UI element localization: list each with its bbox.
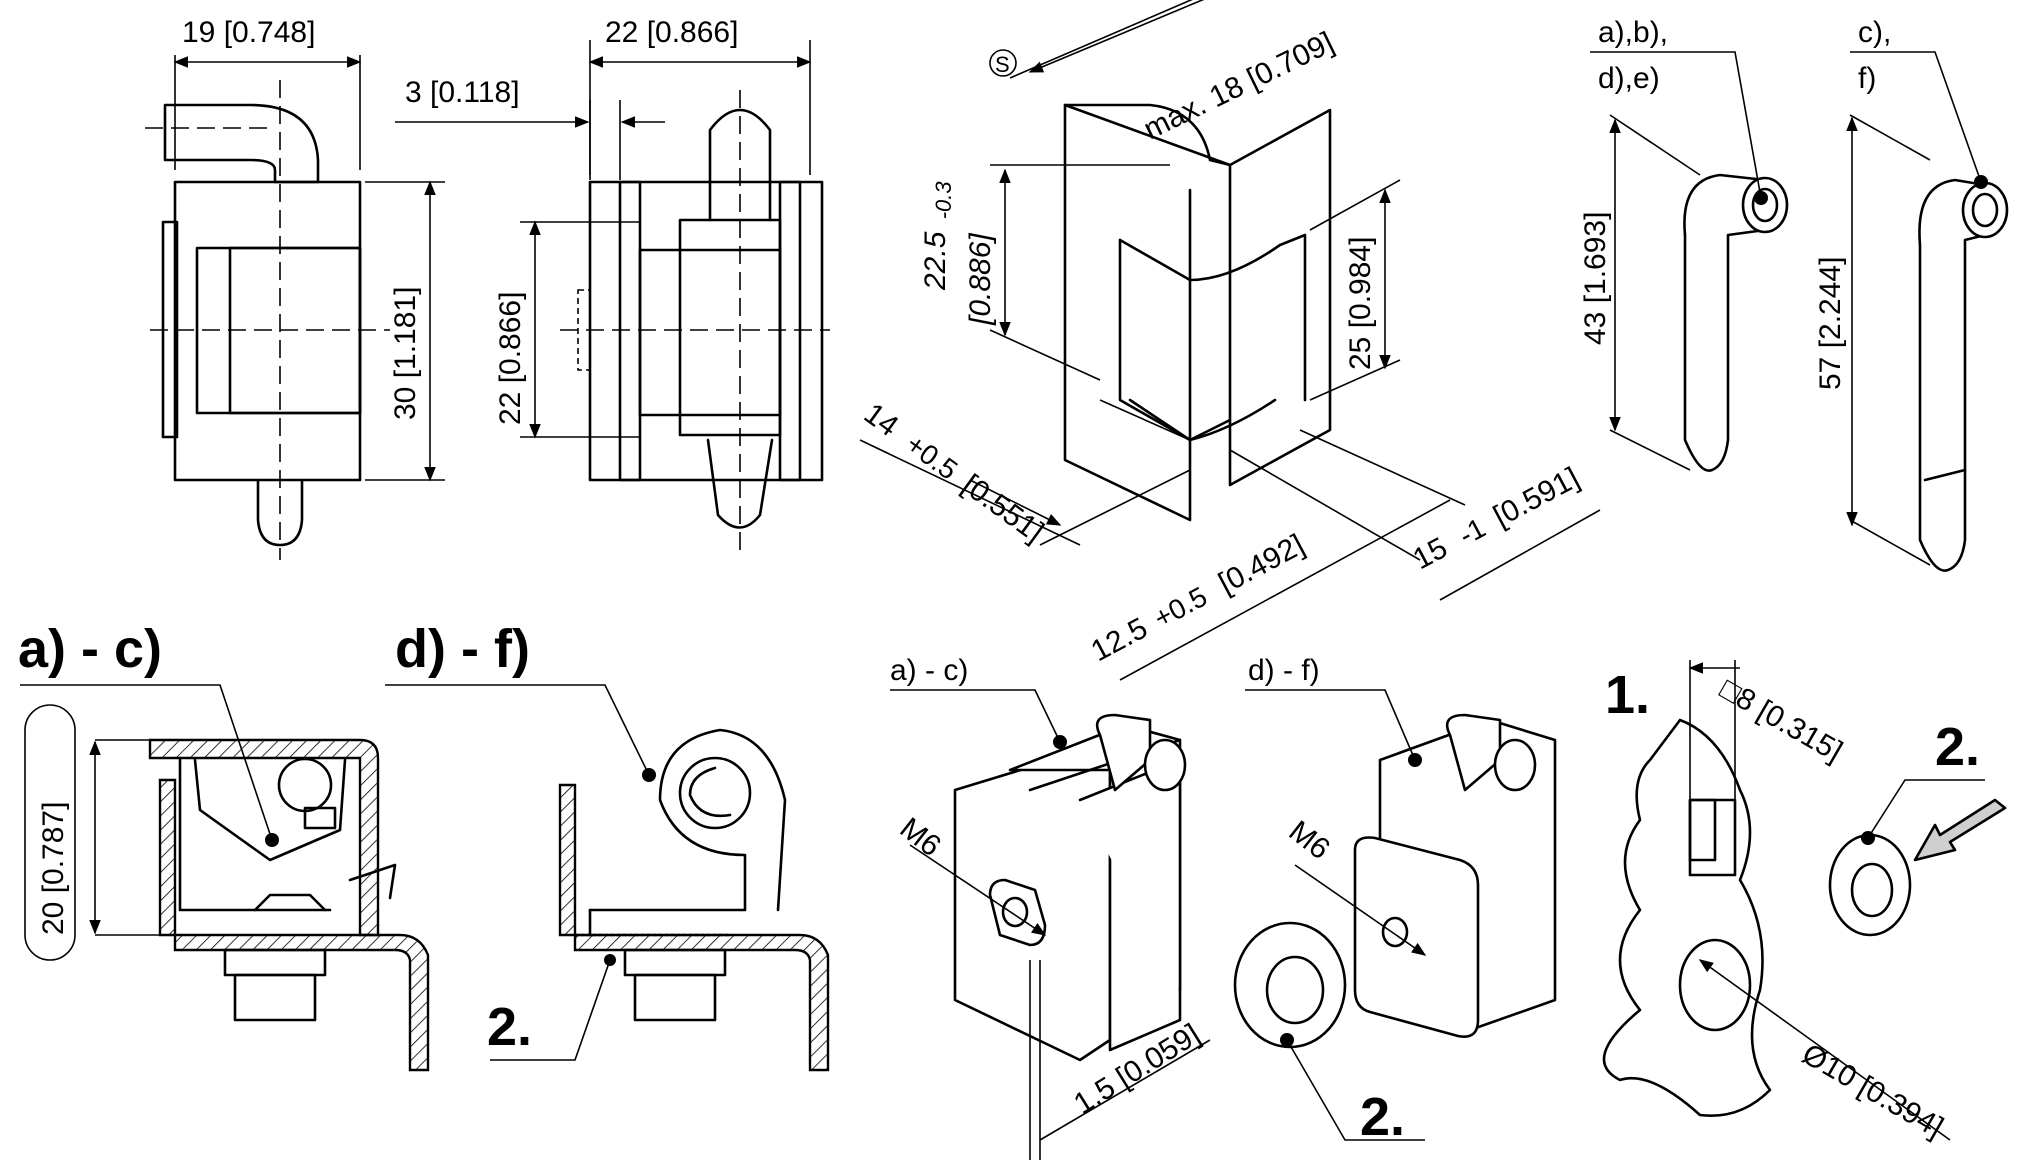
dim-iso-offset: 12.5 +0.5 [0.492] xyxy=(1086,528,1310,668)
label-pin-long-variants-1: c), xyxy=(1858,16,1891,49)
dim-iso-width: 14 +0.5 [0.551] xyxy=(858,397,1050,549)
dim-gap: 3 [0.118] xyxy=(405,76,520,109)
mounting-detail xyxy=(1602,660,2007,1141)
s-symbol: S xyxy=(989,49,1017,77)
svg-text:14 +0.5 [0.551]: 14 +0.5 [0.551] xyxy=(858,397,1050,549)
label-section-ac: a) - c) xyxy=(18,619,162,679)
dim-iso-height: 22.5 -0.3 [0.886] xyxy=(919,181,997,326)
label-section-df-step-2: 2. xyxy=(487,997,532,1057)
dim-pin-long: 57 [2.244] xyxy=(1814,257,1847,390)
pin-long xyxy=(1846,51,2009,572)
dim-iso-leaf: 15 -1 [0.591] xyxy=(1408,461,1585,576)
label-iso-df: d) - f) xyxy=(1248,654,1320,687)
dim-pin-short: 43 [1.693] xyxy=(1579,212,1612,345)
dim-side-width: 22 [0.866] xyxy=(605,16,738,49)
label-iso-ac-thread: M6 xyxy=(894,812,947,864)
dim-front-height: 30 [1.181] xyxy=(389,287,422,420)
section-ac xyxy=(20,684,430,1072)
iso-view xyxy=(859,0,1601,681)
svg-text:22.5 -0.3: 22.5 -0.3 xyxy=(919,181,956,291)
label-iso-df-step-2: 2. xyxy=(1360,1087,1405,1147)
iso-assembly-ac xyxy=(890,689,1211,1160)
label-pin-short-variants-2: d),e) xyxy=(1598,62,1660,95)
side-view xyxy=(395,40,830,550)
label-mounting-step-2: 2. xyxy=(1935,717,1980,777)
label-section-df: d) - f) xyxy=(395,619,530,679)
dim-front-width: 19 [0.748] xyxy=(182,16,315,49)
iso-assembly-df xyxy=(1233,689,1557,1141)
label-iso-ac: a) - c) xyxy=(890,654,968,687)
dim-iso-depth: max. 18 [0.709] xyxy=(1139,26,1339,146)
dim-section-height: 20 [0.787] xyxy=(37,802,70,935)
svg-text:[0.886]: [0.886] xyxy=(964,233,997,326)
dim-side-height: 22 [0.866] xyxy=(494,292,527,425)
section-df xyxy=(385,684,830,1072)
label-pin-long-variants-2: f) xyxy=(1858,62,1876,95)
label-iso-df-thread: M6 xyxy=(1283,815,1336,867)
svg-text:15 -1 [0.591]: 15 -1 [0.591] xyxy=(1408,461,1585,576)
front-view xyxy=(145,55,445,560)
svg-text:12.5 +0.5 [0.492]: 12.5 +0.5 [0.492] xyxy=(1086,528,1310,668)
svg-text:S: S xyxy=(995,52,1010,77)
dim-round-hole: Ø10 [0.394] xyxy=(1797,1037,1949,1144)
label-pin-short-variants-1: a),b), xyxy=(1598,16,1668,49)
dim-iso-body-height: 25 [0.984] xyxy=(1344,237,1377,370)
label-step-one: 1. xyxy=(1605,665,1650,725)
pin-short xyxy=(1590,51,1789,472)
